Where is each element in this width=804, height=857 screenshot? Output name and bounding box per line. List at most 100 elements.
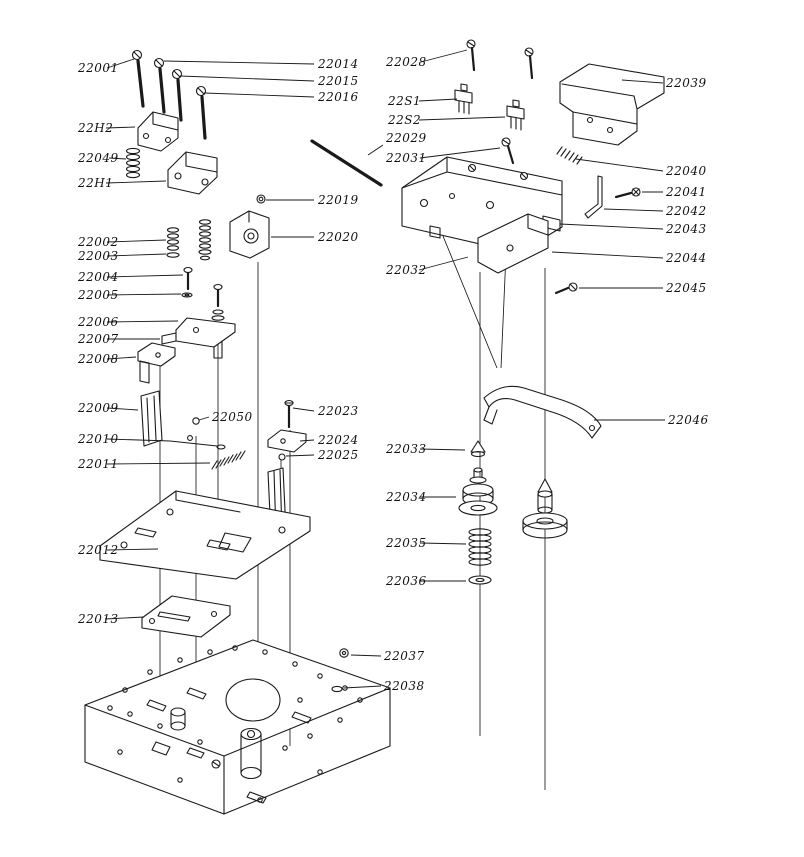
part-label-22040: 22040 (665, 164, 707, 178)
leader-line-22050 (198, 416, 210, 421)
leader-line-22002 (106, 239, 167, 243)
part-22011-spring (211, 450, 246, 470)
part-label-22010: 22010 (77, 432, 119, 446)
part-label-22049: 22049 (77, 151, 119, 165)
part-label-22032: 22032 (385, 263, 427, 277)
leader-line-22005 (106, 293, 182, 296)
part-22036-washer (468, 575, 492, 585)
part-22S2-switch (506, 99, 525, 131)
part-22006-bracket (161, 317, 236, 359)
part-22002-spring (166, 227, 180, 258)
leader-line-22025 (285, 454, 315, 457)
part-label-22031: 22031 (385, 151, 427, 165)
leader-line-22039 (621, 79, 664, 84)
part-label-22024: 22024 (317, 433, 359, 447)
part-22009-bracket (140, 390, 163, 447)
part-label-22037: 22037 (383, 649, 425, 663)
part-22037-ring (331, 648, 349, 693)
leader-line-22006 (106, 320, 179, 323)
leader-line-22012 (106, 548, 159, 551)
part-22008-bracket (137, 342, 176, 384)
part-label-22045: 22045 (665, 281, 707, 295)
part-22004-screw (181, 266, 193, 298)
part-label-22H2: 22H2 (77, 121, 113, 135)
part-22042-bracket (584, 175, 603, 219)
part-mid-screw-washers (211, 283, 225, 321)
label-layer: 2200122H22204922H12200222003220042200522… (77, 49, 709, 693)
part-22045-screw (554, 282, 578, 295)
part-label-22013: 22013 (77, 612, 119, 626)
part-label-22038: 22038 (383, 679, 425, 693)
leader-line-22023 (292, 407, 315, 412)
leader-line-22040 (575, 158, 664, 172)
leader-line-22003 (106, 253, 167, 257)
part-22013-bracket (141, 595, 231, 638)
leader-line-22031 (419, 147, 501, 159)
screws-top-left (131, 49, 207, 140)
part-label-22008: 22008 (77, 352, 119, 366)
part-label-22S1: 22S1 (387, 94, 421, 108)
part-label-22046: 22046 (667, 413, 709, 427)
leader-line-22028 (420, 49, 468, 63)
part-22012-plate (99, 490, 311, 580)
leader-line-22035 (419, 542, 467, 545)
part-label-22050: 22050 (211, 410, 253, 424)
leader-line-22024 (299, 439, 315, 442)
part-22S1-switch (454, 83, 473, 115)
part-22039-cover (559, 63, 665, 146)
part-label-22036: 22036 (385, 574, 427, 588)
part-22019-nut (256, 194, 266, 204)
part-22H2-bracket (137, 111, 179, 152)
part-22034-pulley (458, 467, 498, 516)
part-label-22005: 22005 (77, 288, 119, 302)
part-label-22023: 22023 (317, 404, 359, 418)
part-22029-rod (310, 139, 383, 187)
leader-line-22S1 (418, 98, 458, 102)
leader-line-22029 (367, 144, 384, 156)
part-label-22042: 22042 (665, 204, 707, 218)
part-base-plate (84, 639, 391, 815)
part-22050-rings (187, 417, 226, 450)
leader-line-22S2 (418, 116, 506, 121)
leader-line-22H1 (105, 180, 167, 184)
leader-line-22001 (106, 58, 135, 69)
leader-line-22038 (343, 685, 382, 689)
part-22035-spring (468, 528, 492, 566)
part-label-22033: 22033 (385, 442, 427, 456)
part-22020-solenoid (229, 210, 270, 259)
part-22031-screw (501, 137, 515, 165)
part-label-22002: 22002 (77, 235, 119, 249)
part-22028-screws (466, 39, 534, 80)
leader-line-22004 (106, 274, 184, 278)
leader-line-22013 (104, 616, 145, 620)
part-label-22039: 22039 (665, 76, 707, 90)
part-22033-cap (470, 440, 486, 458)
part-label-22016: 22016 (317, 90, 359, 104)
leader-line-22032 (418, 256, 469, 271)
part-right-flywheel (522, 478, 568, 539)
leader-line-22011 (106, 462, 211, 465)
part-label-22011: 22011 (77, 457, 119, 471)
leader-line-22010 (106, 438, 218, 447)
part-label-22S2: 22S2 (387, 113, 421, 127)
part-label-22020: 22020 (317, 230, 359, 244)
part-label-22004: 22004 (77, 270, 119, 284)
part-label-22034: 22034 (385, 490, 427, 504)
part-label-22028: 22028 (385, 55, 427, 69)
leader-line-22037 (350, 654, 382, 657)
leader-line-22016 (203, 92, 315, 98)
part-label-22014: 22014 (317, 57, 359, 71)
part-22H1-bracket (167, 151, 218, 195)
leader-line-22043 (559, 223, 664, 230)
leader-line-22042 (603, 208, 664, 212)
part-label-22H1: 22H1 (77, 176, 113, 190)
leader-line-22049 (108, 157, 127, 160)
leader-line-22H2 (105, 126, 136, 129)
part-label-22041: 22041 (665, 185, 707, 199)
part-label-22015: 22015 (317, 74, 359, 88)
part-label-22007: 22007 (77, 332, 119, 346)
part-label-22003: 22003 (77, 249, 119, 263)
leader-line-22015 (179, 75, 315, 82)
leader-line-22044 (551, 251, 664, 259)
part-22040-spring (556, 146, 583, 165)
